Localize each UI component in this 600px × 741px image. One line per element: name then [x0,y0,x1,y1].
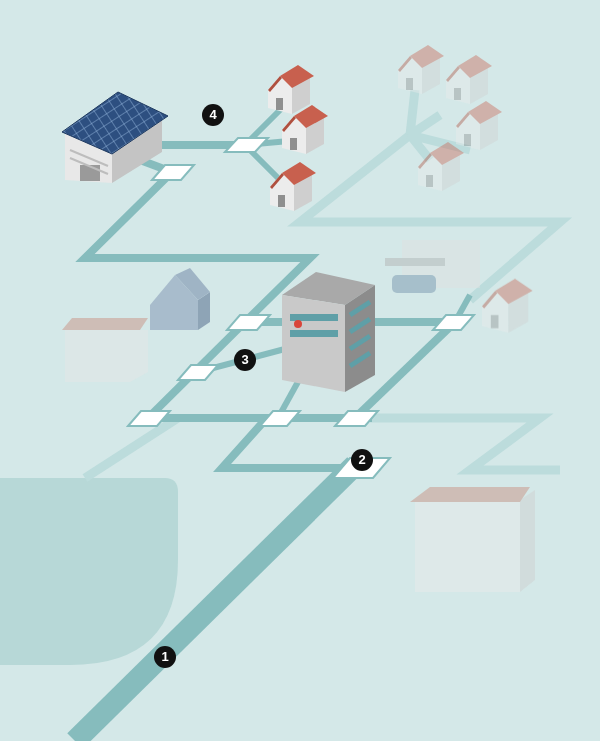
central-building [282,272,375,392]
callout-number: 4 [202,104,224,126]
callout-number: 2 [351,449,373,471]
red-houses [268,65,328,211]
faded-network [85,90,560,478]
callout-number: 1 [154,646,176,668]
callout-number: 3 [234,349,256,371]
grey-house [150,268,210,330]
junction-boxes [128,138,474,478]
faded-buildings [62,240,535,592]
water-area [0,478,178,665]
solar-factory [62,92,168,183]
grid-lines [75,105,470,741]
